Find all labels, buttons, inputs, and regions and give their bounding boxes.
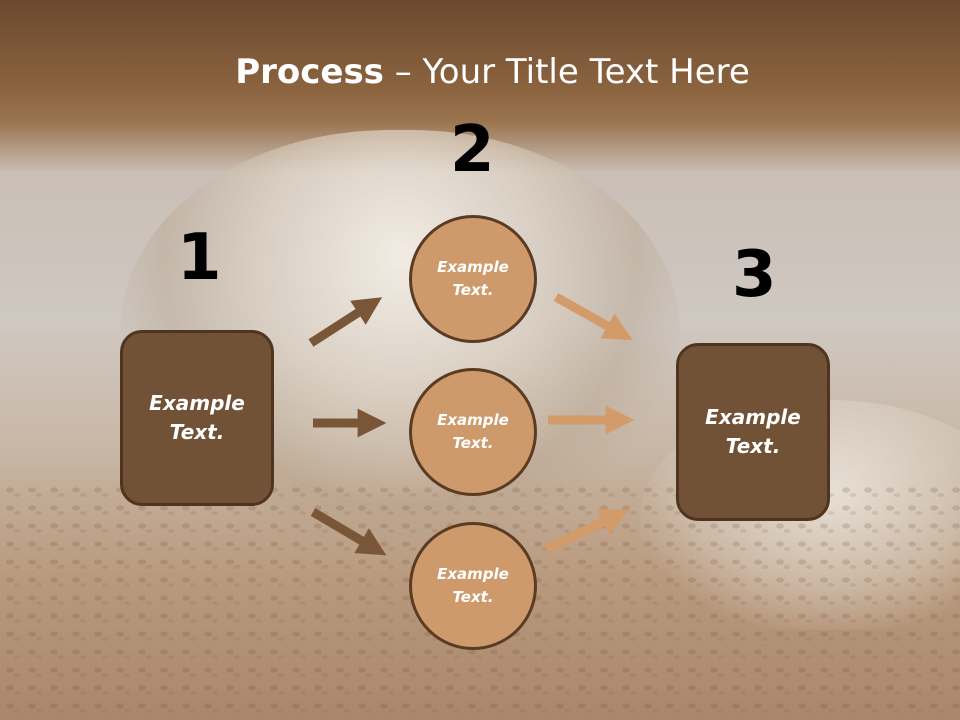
circle-top-line2: Text.: [452, 281, 494, 299]
arrow-top-to-right: [553, 293, 633, 341]
circle-middle-line2: Text.: [452, 434, 494, 452]
title-bold: Process: [235, 52, 384, 92]
arrow-left-to-top: [308, 297, 383, 347]
circle-top-line1: Example: [437, 258, 509, 276]
left-box-line2: Text.: [169, 420, 225, 444]
step-number-3: 3: [732, 238, 777, 312]
step-number-2: 2: [450, 113, 495, 187]
left-box-line1: Example: [149, 391, 245, 415]
right-box-line1: Example: [705, 405, 801, 429]
right-box-line2: Text.: [725, 434, 781, 458]
circle-bottom-line2: Text.: [452, 588, 494, 606]
arrow-left-to-bottom: [310, 508, 387, 556]
circle-bottom-line1: Example: [437, 565, 509, 583]
title-rest: – Your Title Text Here: [383, 52, 750, 92]
arrow-bottom-to-right: [544, 509, 630, 554]
slide-title: Process – Your Title Text Here: [0, 52, 960, 92]
step-number-1: 1: [177, 221, 222, 295]
circle-middle-line1: Example: [437, 411, 509, 429]
